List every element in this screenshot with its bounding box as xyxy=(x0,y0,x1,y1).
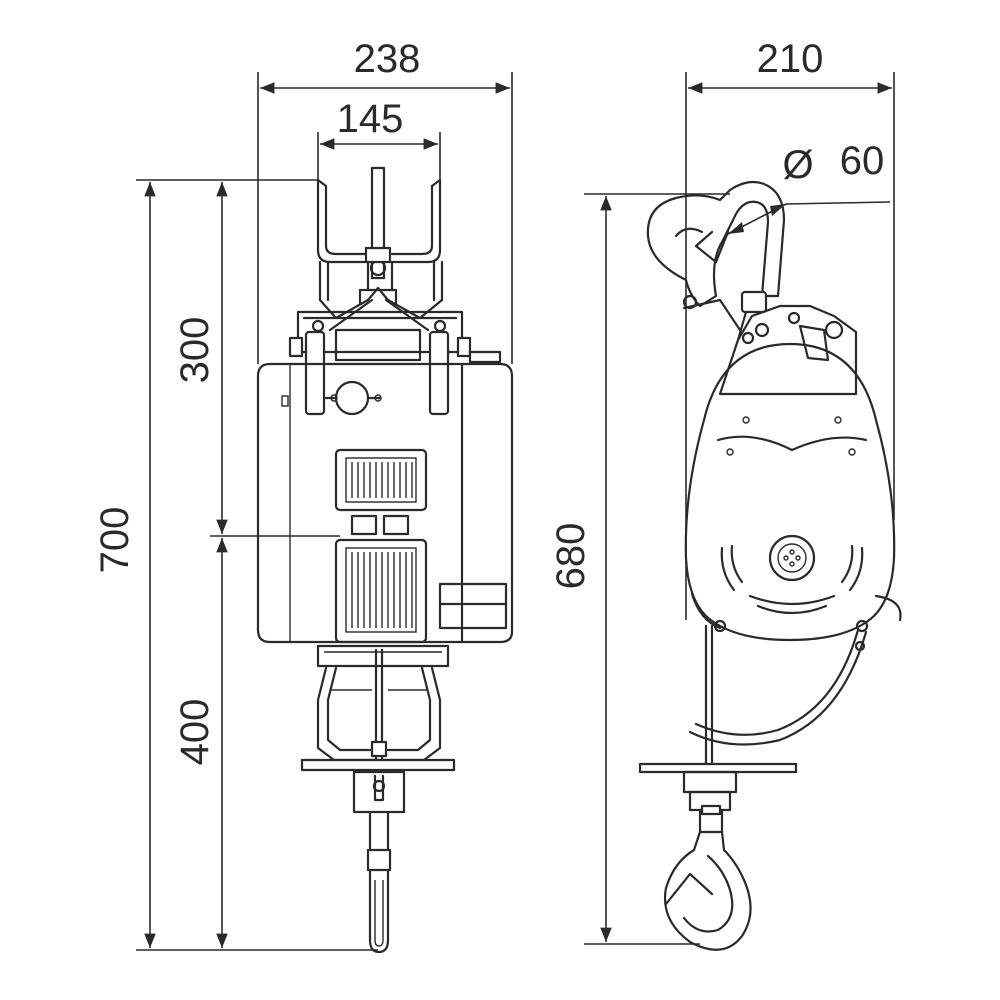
label-400: 400 xyxy=(173,699,217,766)
label-680: 680 xyxy=(549,523,593,590)
label-300: 300 xyxy=(173,317,217,384)
dimension-upper-lower-height: 300 400 xyxy=(173,182,340,948)
label-60: 60 xyxy=(840,139,885,183)
label-diameter-symbol: Ø xyxy=(782,143,813,187)
dimension-side-width: 210 xyxy=(685,37,895,620)
label-238: 238 xyxy=(354,37,421,81)
front-suspension-frame xyxy=(316,166,444,332)
side-drum-housing xyxy=(684,342,902,642)
side-bracket xyxy=(718,304,858,396)
label-145: 145 xyxy=(337,97,404,141)
front-hook-block xyxy=(352,770,406,954)
dimension-pulley-diameter: Ø 60 xyxy=(727,139,891,235)
front-lower-frame xyxy=(300,644,456,772)
dimension-total-height: 700 xyxy=(93,179,378,951)
dimension-front-width-total: 238 xyxy=(257,37,513,364)
label-210: 210 xyxy=(757,37,824,81)
side-bottom-hook xyxy=(638,762,798,951)
dimension-side-height: 680 xyxy=(549,193,730,945)
front-view: 238 145 700 300 400 xyxy=(93,37,514,954)
dimension-front-width-hook: 145 xyxy=(317,97,441,180)
side-cable xyxy=(688,619,869,772)
front-clamp-bracket xyxy=(288,310,502,416)
side-top-hook xyxy=(646,180,786,345)
side-view: 210 Ø 60 680 xyxy=(549,37,902,951)
front-motor-housing xyxy=(256,362,514,644)
front-control-unit xyxy=(334,448,508,644)
label-700: 700 xyxy=(93,507,137,574)
